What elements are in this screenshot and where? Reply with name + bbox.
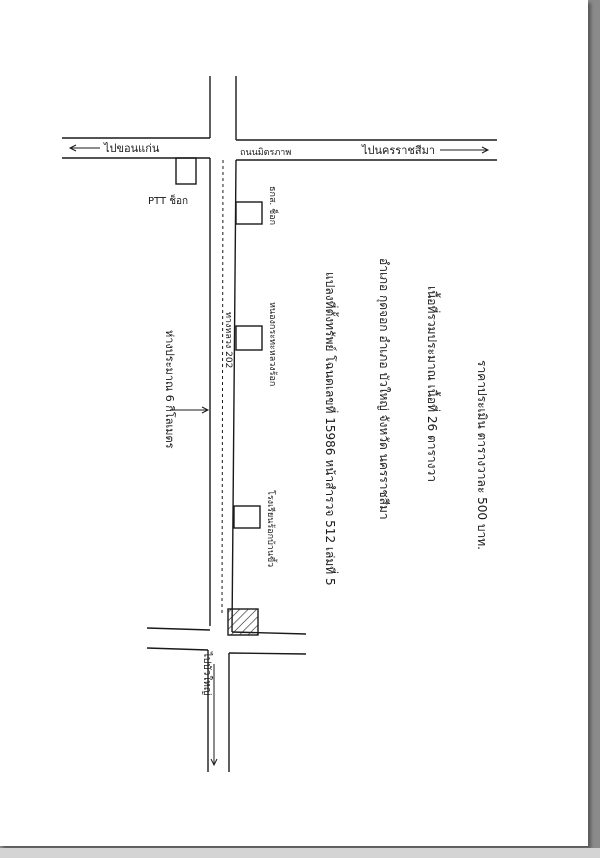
label-baac: ธกส. ช็อก	[267, 186, 280, 225]
ptt-building	[175, 157, 197, 185]
main-road-center-line	[221, 159, 224, 615]
note-line-4: ราคาประเมิน ตารางวาละ 500 บาท.	[475, 360, 489, 550]
arrow-left-head	[68, 144, 77, 152]
label-school: โรงเรียนร้อกบ้านขี้ว	[265, 490, 278, 567]
building-bottom	[233, 505, 261, 529]
label-mittraphap-road: ถนนมิตรภาพ	[240, 147, 291, 158]
bottom-road-edge-upper-left	[146, 627, 211, 631]
note-line-1: แปลงที่ตั้งทรัพย์ โฉนดเลขที่ 15986 หน้าส…	[323, 272, 339, 586]
label-ptt: PTT ช็อก	[148, 193, 188, 207]
label-to-khon-kaen: ไปขอนแก่น	[103, 142, 160, 155]
bottom-road-edge-lower-left	[146, 647, 209, 651]
label-to-nakhon-ratchasima: ไปนครราชสีมา	[361, 144, 435, 157]
distance-arrow-head	[201, 406, 210, 414]
arrow-down-head	[210, 758, 218, 767]
building-top	[235, 201, 263, 225]
label-nong-kratha: หนองกระทะหลวงร้อก	[267, 302, 278, 386]
arrow-right-head	[481, 146, 490, 154]
bottom-road-edge-lower-right	[228, 652, 307, 655]
label-to-bua-yai: ไปบัวใหญ่	[201, 651, 213, 695]
document-page: ไปขอนแก่น ไปนครราชสีมา ถนนมิตรภาพ PTT ช็…	[0, 0, 588, 846]
viewer-bottom-strip	[0, 848, 600, 858]
note-line-3: เนื้อที่รวมประมาณ เนื้อที่ 26 ตารางวา	[425, 286, 441, 482]
property-parcel	[227, 608, 259, 636]
main-road-edge-right	[231, 159, 237, 633]
label-distance-6km: ห่างประมาณ 6 กิโลเมตร	[163, 330, 177, 449]
label-highway-202: ทางหลวง 202	[223, 312, 233, 368]
location-map: ไปขอนแก่น ไปนครราชสีมา ถนนมิตรภาพ PTT ช็…	[62, 76, 497, 772]
note-line-2: อำเภอ กุดจอก อำเภอ บัวใหญ่ จังหวัด นครรา…	[376, 258, 391, 520]
building-mid	[235, 325, 263, 351]
